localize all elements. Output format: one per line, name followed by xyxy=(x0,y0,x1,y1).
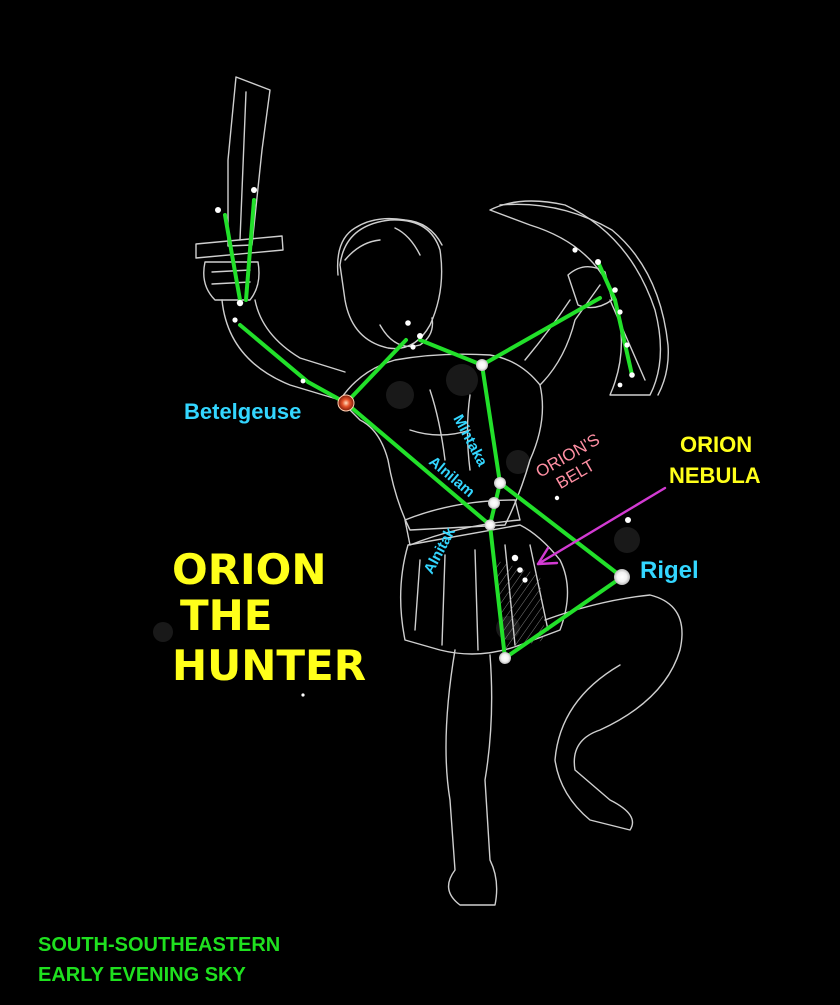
line-betelgeuse-to-alnitak xyxy=(344,401,492,527)
star-bellatrix xyxy=(476,359,488,371)
footer-line-1: SOUTH-SOUTHEASTERN xyxy=(38,934,280,956)
right-leg xyxy=(544,594,683,831)
star-alnitak xyxy=(484,519,496,531)
belt-label: ORION'S BELT xyxy=(533,430,603,493)
line-head-to-bellatrix xyxy=(418,338,484,367)
star-mintaka xyxy=(494,477,506,489)
head xyxy=(339,219,443,350)
line-mintaka-to-rigel xyxy=(498,481,624,579)
label-mintaka: Mintaka xyxy=(449,412,491,470)
line-bellatrix-to-mintaka xyxy=(480,363,502,485)
nebula-arrow xyxy=(536,486,667,566)
label-betelgeuse: Betelgeuse xyxy=(184,399,301,424)
star-alnilam xyxy=(488,497,500,509)
line-bellatrix-to-shield xyxy=(480,296,602,367)
hunter-sketch xyxy=(195,76,683,906)
star-saiph xyxy=(499,652,511,664)
nebula-label-line-1: ORION xyxy=(680,432,752,457)
torso xyxy=(339,353,544,531)
star-betelgeuse xyxy=(337,394,355,412)
belt xyxy=(404,499,521,546)
shield-arm xyxy=(524,284,601,386)
beard xyxy=(379,317,434,348)
nebula-label-line-2: NEBULA xyxy=(669,463,761,488)
footer-line-2: EARLY EVENING SKY xyxy=(38,964,247,986)
stars xyxy=(215,187,635,697)
label-rigel: Rigel xyxy=(640,557,699,584)
left-leg xyxy=(445,649,498,906)
title-line-3: HUNTER xyxy=(172,641,366,690)
line-alnitak-to-saiph xyxy=(488,523,507,660)
line-sword-right xyxy=(244,198,256,302)
title-line-1: ORION xyxy=(172,545,327,594)
line-arm-to-betelgeuse xyxy=(238,323,310,384)
line-shield-top xyxy=(596,260,617,302)
sword-guard xyxy=(195,235,284,259)
line-betelgeuse-to-head xyxy=(344,338,408,405)
line-saiph-to-rigel xyxy=(503,575,624,660)
fist xyxy=(203,261,260,301)
title-line-2: THE xyxy=(180,591,273,640)
hair xyxy=(336,217,443,276)
label-alnitak: Alnitak xyxy=(421,524,460,577)
raised-arm xyxy=(221,299,341,401)
sword-blade xyxy=(227,76,271,247)
star-rigel xyxy=(614,569,630,585)
line-sword-left xyxy=(223,213,242,302)
